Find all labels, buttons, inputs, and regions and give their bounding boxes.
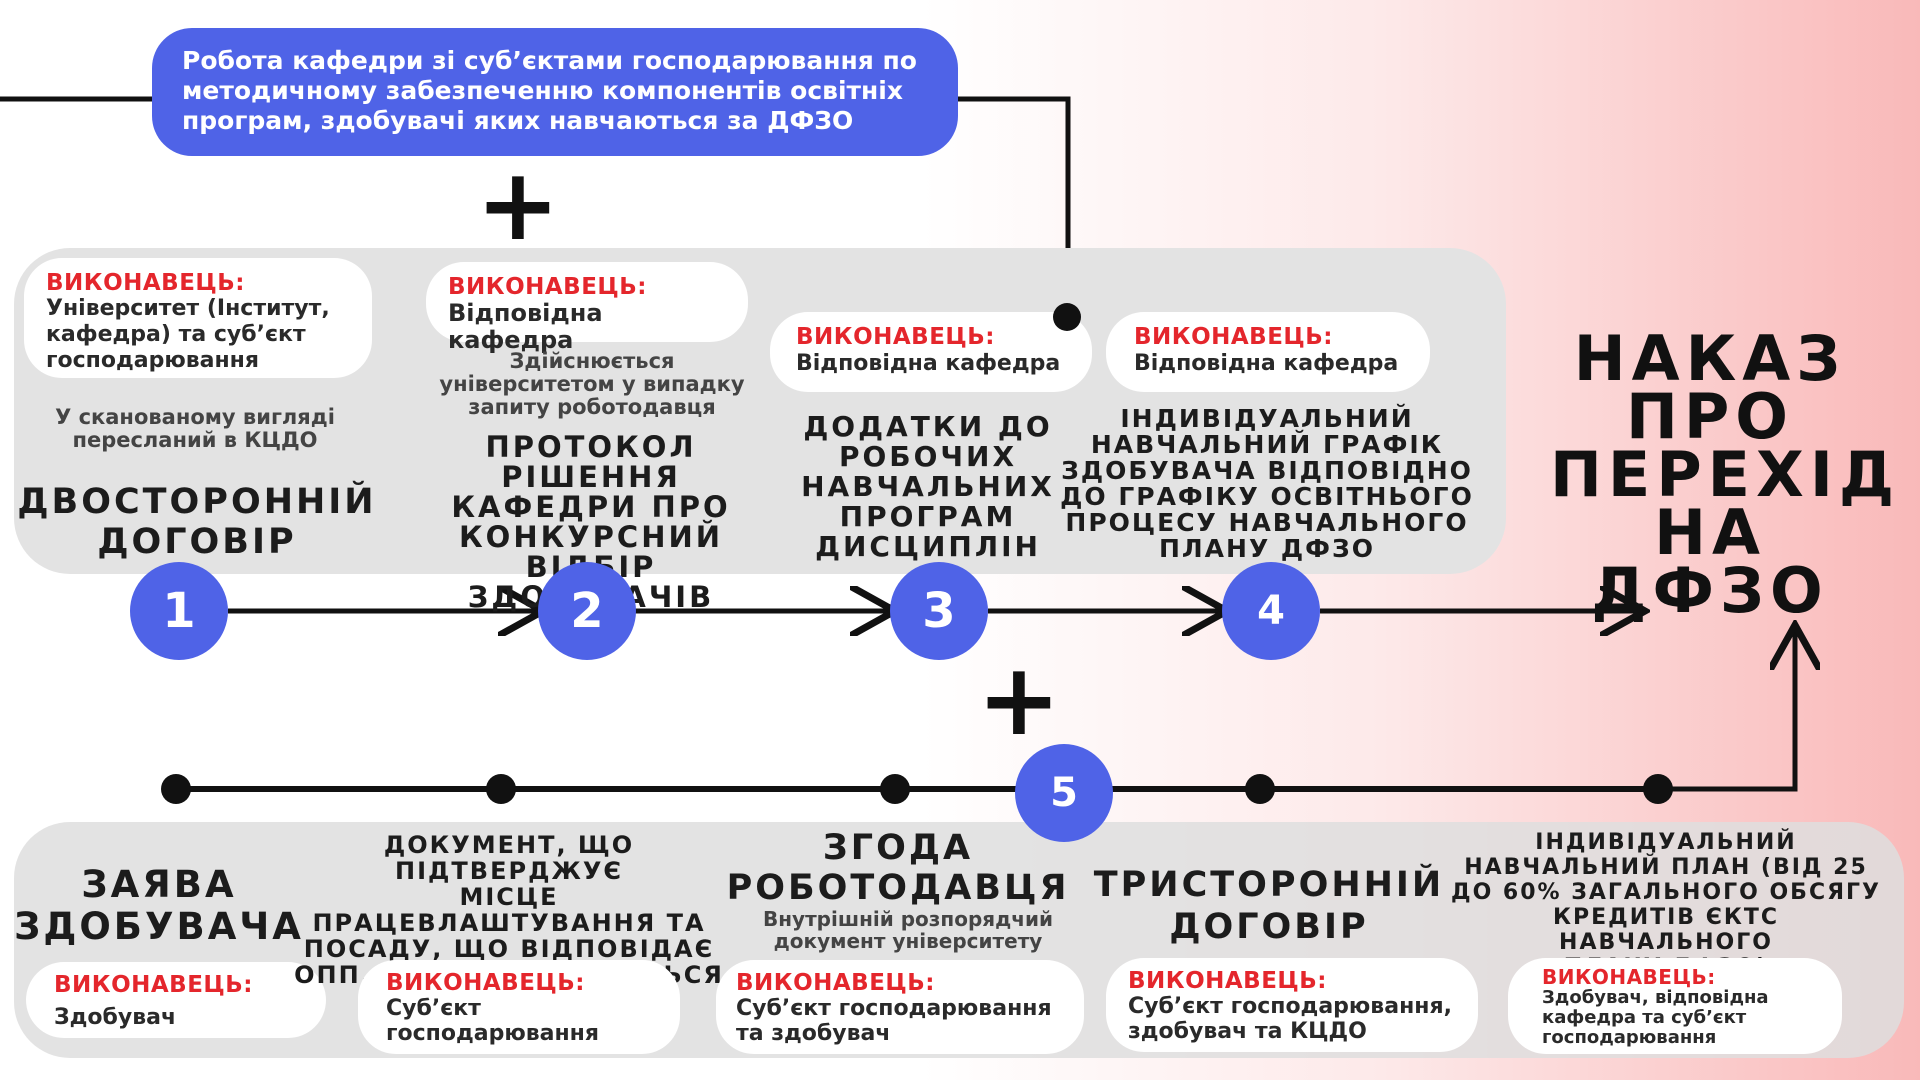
intro-to-step3-line — [958, 96, 1071, 318]
performer-label: ВИКОНАВЕЦЬ: — [1134, 324, 1333, 350]
step-4-circle: 4 — [1222, 562, 1320, 660]
bottom-1-title: ЗАЯВА ЗДОБУВАЧА — [14, 863, 304, 948]
performer-value: Суб’єкт господарювання та здобувач — [736, 996, 1052, 1046]
arrow-up-to-order — [1658, 630, 1795, 792]
step-2-circle: 2 — [538, 562, 636, 660]
performer-value: Університет (Інститут, кафедра) та суб’є… — [46, 296, 330, 373]
performer-value: Відповідна кафедра — [448, 299, 603, 354]
timeline-dot-1 — [161, 774, 191, 804]
performer-value: Здобувач, відповідна кафедра та суб’єкт … — [1542, 987, 1769, 1048]
bottom-3-title: ЗГОДА РОБОТОДАВЦЯ — [726, 828, 1070, 908]
bottom-4-performer: ВИКОНАВЕЦЬ: Суб’єкт господарювання, здоб… — [1106, 958, 1478, 1052]
performer-value: Здобувач — [54, 1005, 177, 1030]
step-4-title: ІНДИВІДУАЛЬНИЙ НАВЧАЛЬНИЙ ГРАФІК ЗДОБУВА… — [1060, 404, 1474, 563]
performer-label: ВИКОНАВЕЦЬ: — [386, 970, 585, 996]
bottom-3-performer: ВИКОНАВЕЦЬ: Суб’єкт господарювання та зд… — [716, 960, 1084, 1054]
bottom-5-performer: ВИКОНАВЕЦЬ: Здобувач, відповідна кафедра… — [1508, 958, 1842, 1054]
plus-sign-top: + — [476, 146, 560, 263]
bottom-1-performer: ВИКОНАВЕЦЬ: Здобувач — [26, 962, 326, 1038]
step-1-title: ДВОСТОРОННІЙ ДОГОВІР — [17, 482, 377, 562]
performer-label: ВИКОНАВЕЦЬ: — [54, 972, 253, 998]
step-3-performer: ВИКОНАВЕЦЬ: Відповідна кафедра — [770, 312, 1092, 392]
intro-text: Робота кафедри зі суб’єктами господарюва… — [182, 46, 917, 135]
order-title: НАКАЗ ПРО ПЕРЕХІД НА ДФЗО — [1550, 322, 1901, 627]
timeline-dot-4 — [1245, 774, 1275, 804]
intro-box: Робота кафедри зі суб’єктами господарюва… — [152, 28, 958, 156]
step-1-performer: ВИКОНАВЕЦЬ: Університет (Інститут, кафед… — [24, 258, 372, 378]
performer-label: ВИКОНАВЕЦЬ: — [796, 324, 995, 350]
performer-label: ВИКОНАВЕЦЬ: — [46, 270, 245, 296]
performer-value: Відповідна кафедра — [796, 351, 1061, 376]
step-5-circle: 5 — [1015, 744, 1113, 842]
step-3-circle: 3 — [890, 562, 988, 660]
step-2-performer: ВИКОНАВЕЦЬ: Відповідна кафедра — [426, 262, 748, 354]
bottom-4-title: ТРИСТОРОННІЙ ДОГОВІР — [1093, 865, 1445, 947]
performer-label: ВИКОНАВЕЦЬ: — [448, 274, 647, 300]
timeline-dot-2 — [486, 774, 516, 804]
performer-label: ВИКОНАВЕЦЬ: — [736, 970, 935, 996]
step-1-circle: 1 — [130, 562, 228, 660]
bottom-2-performer: ВИКОНАВЕЦЬ: Суб’єкт господарювання — [358, 960, 680, 1054]
plus-sign-bottom: + — [977, 641, 1061, 758]
bottom-3-note: Внутрішній розпорядчий документ універси… — [762, 907, 1054, 953]
timeline-dot-3 — [880, 774, 910, 804]
performer-value: Суб’єкт господарювання — [386, 996, 600, 1046]
step-4-performer: ВИКОНАВЕЦЬ: Відповідна кафедра — [1106, 312, 1430, 392]
performer-value: Суб’єкт господарювання, здобувач та КЦДО — [1128, 994, 1452, 1044]
step-1-note: У сканованому вигляді пересланий в КЦДО — [55, 405, 335, 452]
step-3-title: ДОДАТКИ ДО РОБОЧИХ НАВЧАЛЬНИХ ПРОГРАМ ДИ… — [801, 410, 1055, 563]
performer-value: Відповідна кафедра — [1134, 351, 1399, 376]
step-2-note: Здійснюється університетом у випадку зап… — [439, 349, 745, 419]
performer-label: ВИКОНАВЕЦЬ: — [1128, 968, 1327, 994]
performer-label: ВИКОНАВЕЦЬ: — [1542, 965, 1716, 989]
junction-dot-top — [1053, 303, 1081, 331]
timeline-dot-5 — [1643, 774, 1673, 804]
